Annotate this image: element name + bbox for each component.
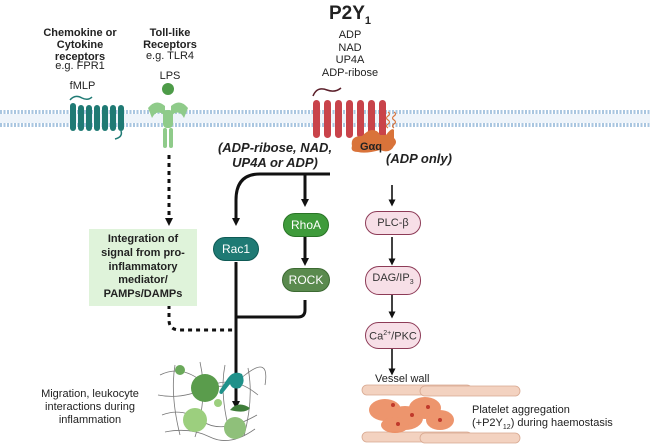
node-ca-pkc: Ca2+/PKC	[365, 322, 421, 349]
platelet-line2-a: (+P2Y	[472, 417, 503, 429]
pkc-text: /PKC	[391, 330, 417, 343]
dag-text: DAG/IP	[372, 272, 410, 284]
lps-ligand-label: LPS	[159, 70, 181, 82]
node-rock: ROCK	[282, 268, 330, 292]
node-rac1: Rac1	[213, 237, 259, 261]
p2y1-title-main: P2Y	[328, 3, 365, 24]
lipid-anchor-icon	[385, 111, 397, 129]
platelet-line2-sub: 12	[502, 424, 511, 432]
chemokine-receptor-example: e.g. FPR1	[55, 60, 105, 72]
ligand-up4a: UP4A	[335, 54, 365, 66]
gaq-protein-icon	[351, 129, 396, 153]
ligand-nad: NAD	[338, 41, 362, 54]
leukocyte-network-icon	[157, 361, 267, 441]
node-dag-ip3: DAG/IP3	[365, 266, 421, 296]
vessel-wall-icon	[361, 384, 521, 444]
p2y1-title-sub: 1	[364, 14, 372, 27]
left-branch-condition: (ADP-ribose, NAD, UP4A or ADP)	[217, 140, 333, 170]
platelet-line2-b: ) during haemostasis	[510, 417, 613, 429]
dag-sub: 3	[409, 279, 414, 287]
tlr4-receptor-icon	[148, 83, 188, 148]
ligand-adp-ribose: ADP-ribose	[321, 66, 379, 79]
dashed-connector	[167, 305, 236, 332]
integration-box: Integration of signal from pro-inflammat…	[89, 229, 197, 306]
platelet-aggregation-label: Platelet aggregation (+P2Y12) during hae…	[472, 404, 613, 434]
vessel-wall-label: Vessel wall	[375, 373, 430, 385]
ca-text: Ca	[369, 330, 384, 343]
node-plc-beta: PLC-β	[365, 211, 421, 235]
right-branch-condition: (ADP only)	[386, 151, 452, 166]
ca-sup: 2+	[383, 330, 392, 337]
ligand-adp: ADP	[338, 29, 362, 41]
fmlp-ligand-label: fMLP	[69, 80, 96, 92]
platelet-line2: (+P2Y12) during haemostasis	[472, 417, 613, 434]
chemokine-receptor-title: Chemokine or Cytokine receptors	[43, 27, 117, 64]
p2y1-title: P2Y1	[310, 3, 390, 27]
migration-outcome-label: Migration, leukocyte interactions during…	[41, 388, 139, 426]
platelet-line1: Platelet aggregation	[472, 404, 570, 416]
lps-molecule-icon	[162, 83, 174, 95]
chemokine-receptor-icon	[69, 95, 124, 140]
p2y1-ligand-list: ADP NAD UP4A ADP-ribose	[305, 29, 395, 79]
node-rhoa: RhoA	[283, 213, 329, 237]
tlr-example: e.g. TLR4	[145, 50, 195, 62]
tlr-title: Toll-like Receptors	[143, 27, 197, 52]
gaq-label: Gαq	[359, 141, 383, 153]
p2y1-receptor-icon	[312, 87, 386, 138]
